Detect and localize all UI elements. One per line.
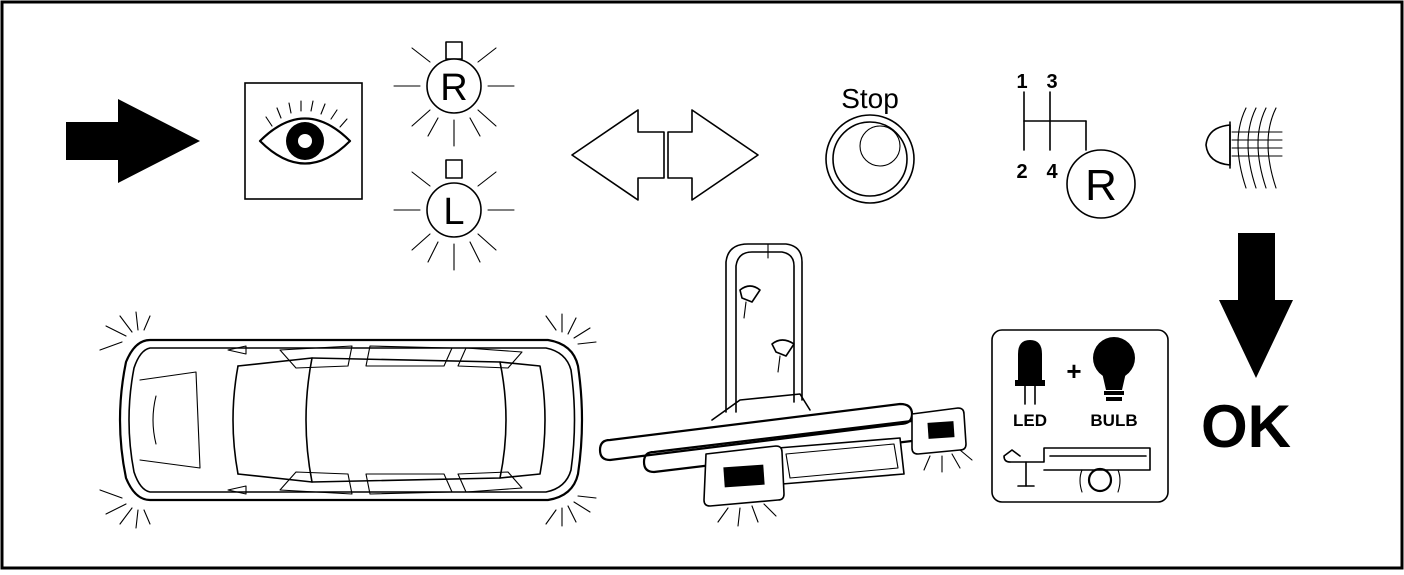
stop-button-label: Stop [841, 83, 899, 114]
rear-fog-light-icon [1205, 107, 1283, 189]
ok-label: OK [1201, 393, 1291, 460]
led-bulb-compatibility-icon: LED + BULB [991, 329, 1169, 503]
stop-button-icon: Stop [825, 83, 915, 204]
gear-1-label: 1 [1016, 71, 1027, 93]
gear-4-label: 4 [1046, 161, 1058, 183]
right-indicator-label: R [440, 67, 467, 109]
left-indicator-lamp-icon: L [393, 159, 515, 271]
plus-sign: + [1066, 356, 1081, 386]
led-label: LED [1013, 411, 1047, 430]
left-lamp-flash-icon [717, 503, 777, 527]
eye-check-icon [244, 82, 363, 200]
bulb-label: BULB [1090, 411, 1137, 430]
right-indicator-lamp-icon: R [393, 41, 515, 147]
car-rear-left-flash-icon [545, 313, 597, 345]
left-indicator-label: L [443, 191, 464, 233]
direction-arrow-icon [66, 99, 200, 183]
trailer-icon [1003, 447, 1151, 493]
car-rear-right-flash-icon [545, 495, 597, 527]
car-front-left-flash-icon [99, 311, 151, 351]
car-front-right-flash-icon [99, 489, 151, 529]
gear-shift-icon: 1 3 2 4 R [1016, 71, 1136, 219]
hazard-double-arrow-icon [571, 109, 759, 201]
right-lamp-flash-icon [923, 449, 973, 473]
bike-carrier-icon [598, 243, 973, 527]
car-top-view-icon [99, 311, 597, 529]
gear-3-label: 3 [1046, 71, 1057, 93]
gear-2-label: 2 [1016, 161, 1027, 183]
down-arrow-icon [1219, 233, 1293, 378]
reverse-gear-label: R [1085, 161, 1117, 210]
